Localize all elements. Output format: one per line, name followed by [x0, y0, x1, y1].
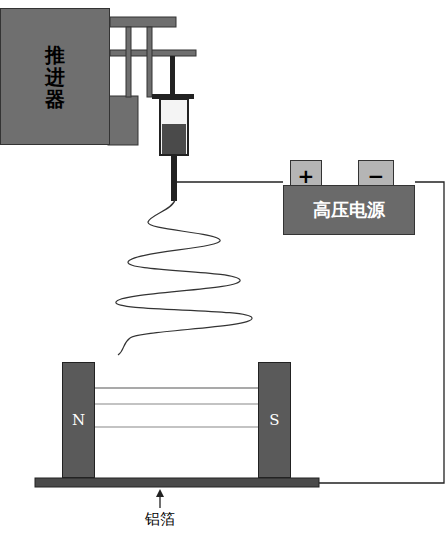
pointer-head [156, 489, 164, 497]
magnet-pole: N [62, 362, 95, 478]
plunger-rod [170, 56, 175, 96]
needle [171, 155, 177, 201]
magnet-pole-label: S [269, 411, 279, 429]
syringe-barrel [160, 99, 188, 155]
magnet-pole: S [258, 362, 291, 478]
pusher-step [108, 96, 138, 145]
aluminium-foil [35, 478, 319, 487]
pusher-post [126, 27, 131, 97]
wire [177, 181, 283, 182]
field-line [95, 403, 258, 404]
pusher-arm [110, 50, 196, 56]
syringe-solution [162, 124, 186, 154]
magnet-pole-label: N [72, 411, 85, 429]
fibre-jet [116, 200, 252, 355]
pusher-arm [110, 17, 176, 27]
power-supply-label: 高压电源 [313, 198, 385, 222]
pusher-post [147, 27, 152, 97]
foil-label: 铝箔 [143, 510, 177, 529]
pusher-block-label: 推进器 [45, 44, 65, 110]
field-line [95, 387, 258, 388]
power-supply: 高压电源 [283, 185, 415, 235]
pusher-block: 推进器 [0, 8, 110, 145]
field-line [95, 426, 258, 427]
